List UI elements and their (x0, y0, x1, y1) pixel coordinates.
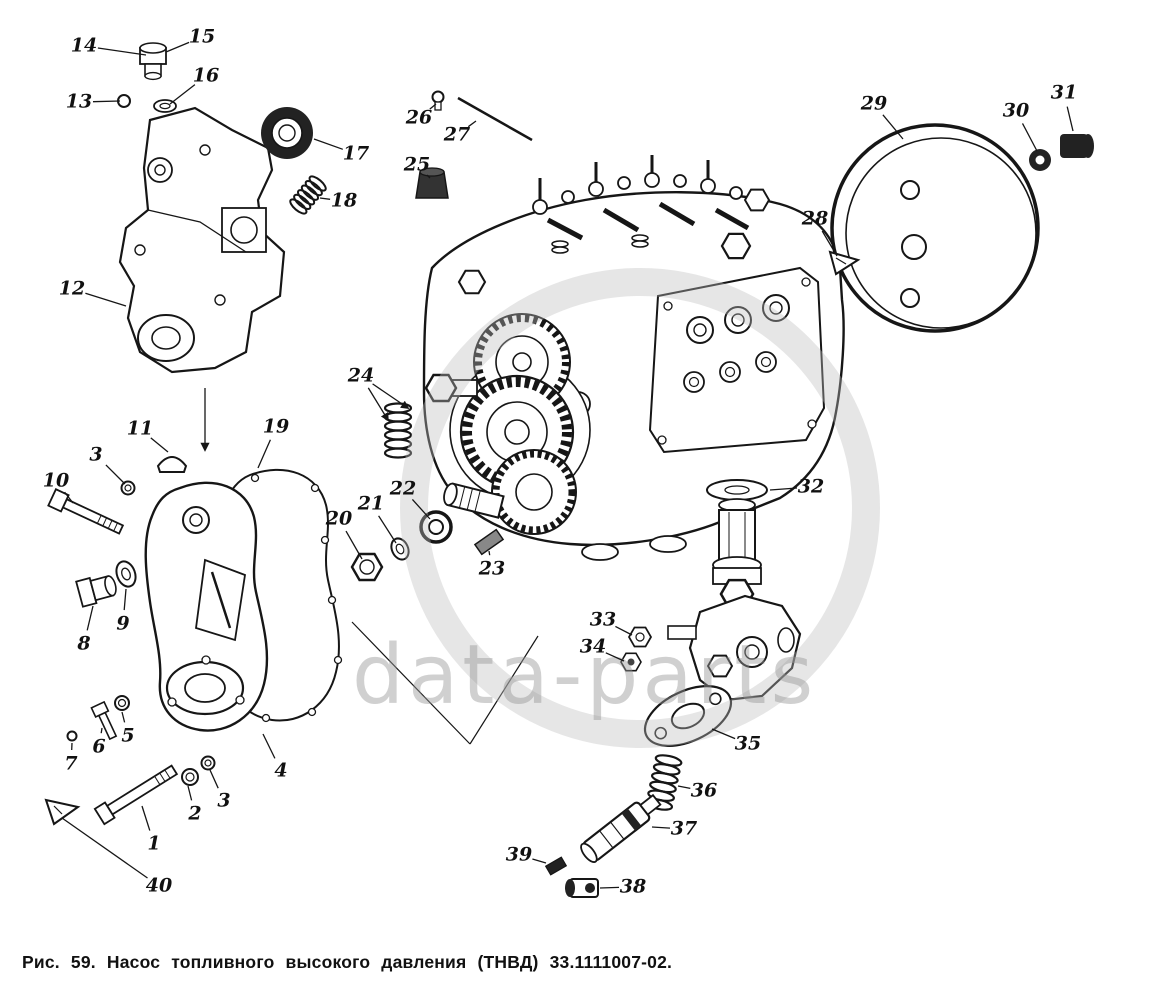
caption-text: Рис. 59. Насос топливного высокого давле… (22, 952, 673, 972)
pump-body-illustration (351, 191, 845, 745)
parts-illustration (44, 42, 1094, 898)
hand-primer-32-illustration (667, 479, 802, 702)
flange-35-illustration (643, 685, 733, 747)
plug-parts-13-16 (117, 42, 177, 113)
spring-24-illustration (383, 402, 413, 459)
housing-12-illustration (118, 106, 286, 452)
damper-29-illustration (830, 123, 1040, 333)
plunger-37-illustration (580, 793, 662, 863)
parts-20-23-illustration (350, 510, 505, 582)
parts-25-27-illustration (415, 90, 533, 199)
hardware-bottom-left (44, 480, 216, 826)
spring-36-illustration (645, 754, 683, 811)
figure-caption: Рис. 59. Насос топливного высокого давле… (22, 952, 672, 973)
parts-30-31-illustration (1029, 134, 1094, 171)
spring-18-illustration (289, 175, 327, 215)
valve-gear-cluster (532, 155, 770, 260)
parts-38-39-illustration (544, 856, 599, 898)
wedge-28-illustration (828, 250, 861, 276)
cap-11-illustration (156, 456, 188, 473)
cover-4-illustration (144, 481, 269, 732)
nuts-33-34-illustration (620, 626, 652, 672)
bearing-17-illustration (261, 107, 313, 159)
gear-train-illustration (424, 313, 591, 535)
